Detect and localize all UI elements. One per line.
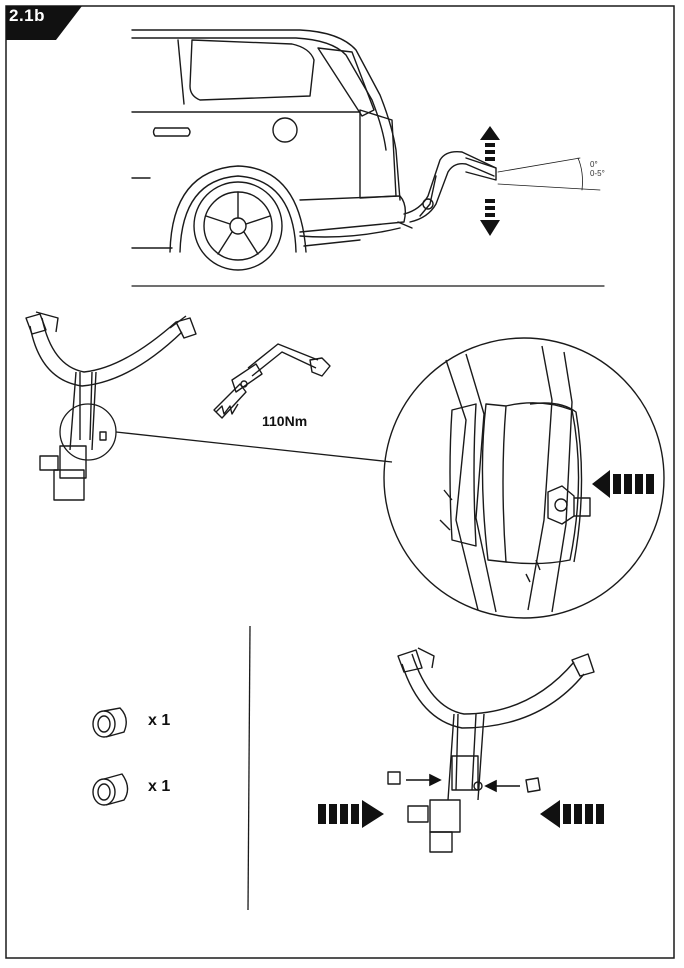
insert-arrow-icons	[406, 773, 520, 793]
torque-wrench-icon	[213, 343, 331, 419]
car-rear-illustration	[131, 29, 605, 287]
part-quantity-1: x 1	[148, 712, 171, 729]
push-arrow-left-icon-2	[540, 800, 604, 828]
push-arrow-right-icon	[318, 800, 384, 828]
zoom-source-circle	[59, 403, 393, 463]
part-quantity-2: x 1	[148, 778, 171, 795]
torque-label: 110Nm	[262, 413, 308, 429]
down-arrow-icon	[480, 199, 500, 236]
push-arrow-left-icon	[592, 470, 654, 498]
up-arrow-icon	[480, 126, 500, 161]
angle-label: 0° 0-5°	[590, 160, 605, 178]
step-badge	[6, 6, 82, 40]
bike-carrier-frame-right	[387, 647, 595, 853]
zoom-detail-circle	[383, 337, 665, 619]
bike-carrier-frame-left	[25, 311, 197, 501]
bushing-icon	[92, 707, 129, 806]
step-label: 2.1b	[9, 6, 46, 25]
divider-line	[247, 625, 251, 911]
